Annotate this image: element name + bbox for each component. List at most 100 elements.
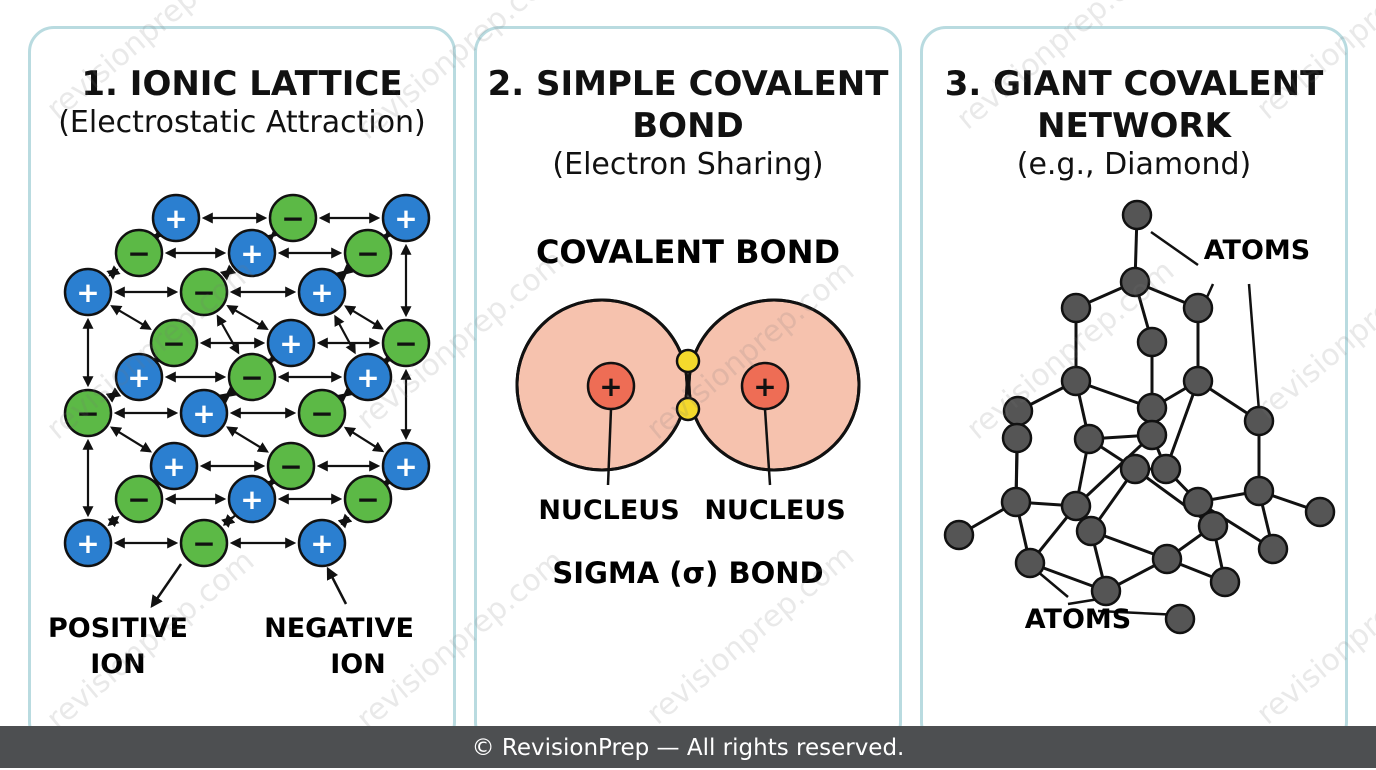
covalent-bond-line (1164, 380, 1200, 470)
attraction-arrow (344, 305, 384, 330)
positive-ion-sign: + (279, 327, 302, 360)
nucleus-label-right: NUCLEUS (704, 495, 845, 526)
shared-electron (675, 348, 701, 374)
carbon-atom (1119, 266, 1151, 298)
carbon-atom (943, 519, 975, 551)
carbon-atom (1197, 510, 1229, 542)
attraction-arrow (219, 264, 237, 281)
panel-1-title: 1. IONIC LATTICE (81, 64, 403, 104)
attraction-arrow (336, 264, 354, 281)
carbon-atom (1119, 453, 1151, 485)
atom-label-pointer (1247, 283, 1261, 412)
positive-ion-sign: + (394, 450, 417, 483)
panel-2-subtitle: (Electron Sharing) (552, 147, 824, 182)
attraction-arrow (334, 314, 356, 355)
attraction-arrow (107, 514, 120, 528)
positive-ion: + (114, 352, 164, 402)
positive-ion-sign: + (310, 527, 333, 560)
atoms-label-bottom: ATOMS (1025, 604, 1131, 635)
negative-ion-pointer (326, 566, 348, 605)
carbon-atom (1090, 575, 1122, 607)
positive-ion: + (227, 228, 277, 278)
carbon-atom (1121, 199, 1153, 231)
attraction-arrow (216, 314, 240, 355)
negative-ion: − (343, 474, 393, 524)
attraction-arrow (343, 426, 385, 453)
attraction-arrow (106, 265, 121, 280)
carbon-atom (1243, 475, 1275, 507)
negative-ion: − (114, 474, 164, 524)
positive-ion-sign: + (240, 237, 263, 270)
attraction-arrows (82, 212, 412, 549)
positive-ion-pointer (150, 563, 183, 609)
negative-ion-sign: − (281, 202, 304, 235)
positive-ion: + (381, 441, 431, 491)
negative-ion: − (114, 228, 164, 278)
panel-3-title: 3. GIANT COVALENT (944, 64, 1324, 104)
carbon-atom (1000, 486, 1032, 518)
panel-2-title: 2. SIMPLE COVALENT (487, 64, 889, 104)
carbon-atom (1182, 486, 1214, 518)
attraction-arrow (219, 386, 237, 404)
ionic-lattice-diagram: +−+−+−+−+−+−+−+−+−+−+−+−+−+ POSITIVE ION… (48, 193, 431, 680)
carbon-atom (1136, 419, 1168, 451)
covalent-bond-line (1074, 433, 1154, 508)
carbon-atom (1243, 405, 1275, 437)
positive-ion: + (63, 267, 113, 317)
carbon-atom (1150, 453, 1182, 485)
carbon-atom (1073, 423, 1105, 455)
positive-ion-sign: + (76, 276, 99, 309)
positive-ion-label: POSITIVE (48, 613, 188, 644)
attraction-arrow (226, 305, 269, 330)
shared-electron (675, 396, 701, 422)
attraction-arrow (378, 226, 396, 245)
positive-ion-sign: + (356, 361, 379, 394)
negative-ion-sign: − (127, 237, 150, 270)
positive-ion-sign: + (192, 397, 215, 430)
carbon-atom (1257, 533, 1289, 565)
carbon-atom (1002, 395, 1034, 427)
positive-ion: + (297, 267, 347, 317)
negative-ion: − (179, 518, 229, 568)
positive-ion: + (179, 388, 229, 438)
panel-2-title-line-2: BOND (632, 106, 744, 146)
negative-ion-label-2: ION (330, 649, 386, 680)
attraction-arrow (226, 426, 269, 453)
negative-ion: − (149, 318, 199, 368)
positive-ion-sign: + (127, 361, 150, 394)
covalent-bond-diagram: COVALENT BOND + + NUCLEUS NUCLEUS SIGMA … (515, 233, 861, 590)
atoms-label-top: ATOMS (1204, 235, 1310, 266)
attraction-arrow (335, 385, 355, 405)
positive-ion-sign: + (76, 527, 99, 560)
negative-ion-sign: − (162, 327, 185, 360)
negative-ion-label: NEGATIVE (264, 613, 414, 644)
sigma-bond-label: SIGMA (σ) BOND (552, 556, 823, 590)
positive-ion-label-2: ION (90, 649, 146, 680)
left-nucleus-pointer (606, 408, 613, 486)
network-atoms (943, 199, 1336, 635)
carbon-atom (1060, 490, 1092, 522)
carbon-atom (1136, 326, 1168, 358)
ionic-lattice-panel: 1. IONIC LATTICE (Electrostatic Attracti… (28, 26, 456, 748)
carbon-atom (1182, 292, 1214, 324)
positive-ion-sign: + (240, 483, 263, 516)
covalent-bond-heading: COVALENT BOND (536, 233, 840, 271)
negative-ion-sign: − (192, 276, 215, 309)
positive-ion-sign: + (164, 202, 187, 235)
attraction-arrow (337, 513, 353, 529)
negative-ion: − (179, 267, 229, 317)
copyright-footer: © RevisionPrep — All rights reserved. (0, 726, 1376, 768)
positive-ion-sign: + (310, 276, 333, 309)
negative-ion: − (381, 318, 431, 368)
negative-ion: − (63, 388, 113, 438)
carbon-atom (1304, 496, 1336, 528)
carbon-atom (1151, 543, 1183, 575)
right-nucleus-pointer (763, 408, 772, 486)
diamond-network-diagram: ATOMS ATOMS (943, 199, 1336, 635)
carbon-atom (1164, 603, 1196, 635)
positive-ion: + (149, 441, 199, 491)
negative-ion-sign: − (356, 237, 379, 270)
giant-covalent-panel: 3. GIANT COVALENT NETWORK (e.g., Diamond… (920, 26, 1348, 748)
negative-ion: − (343, 228, 393, 278)
panel-3-title-line-2: NETWORK (1037, 106, 1231, 146)
